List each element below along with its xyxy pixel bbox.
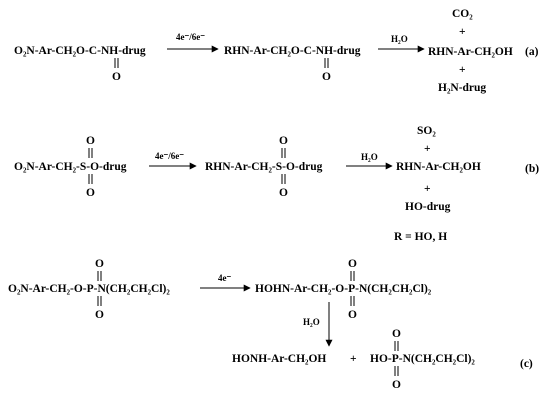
scheme-b-label: (b) — [525, 163, 539, 175]
scheme-c-condition-electrons: 4e⁻ — [218, 273, 231, 283]
scheme-b-r-definition: R = HO, H — [394, 231, 447, 243]
scheme-b-reactant-o-bottom: O — [86, 187, 95, 199]
scheme-c-plus: + — [350, 353, 357, 365]
scheme-a-intermediate-carbonyl-o: O — [322, 71, 331, 83]
scheme-c-intermediate: HOHN-Ar-CH₂-O-P-N(CH₂CH₂Cl)₂ — [255, 283, 432, 295]
scheme-b-intermediate: RHN-Ar-CH₂-S-O-drug — [205, 161, 323, 173]
scheme-a-plus-1: + — [459, 26, 466, 38]
scheme-c: O O₂N-Ar-CH₂-O-P-N(CH₂CH₂Cl)₂ O 4e⁻ O HO… — [8, 258, 533, 391]
scheme-a-condition-electrons: 4e⁻/6e⁻ — [176, 32, 205, 42]
scheme-b-reactant: O₂N-Ar-CH₂-S-O-drug — [14, 161, 127, 173]
scheme-c-product-alcohol: HONH-Ar-CH₂OH — [232, 353, 326, 365]
scheme-a-condition-water: H₂O — [391, 34, 408, 44]
scheme-c-intermediate-o-bottom: O — [348, 309, 357, 321]
scheme-a-plus-2: + — [459, 64, 466, 76]
scheme-c-product-o-top: O — [392, 328, 401, 340]
scheme-b-intermediate-o-top: O — [279, 135, 288, 147]
scheme-c-reactant-o-bottom: O — [95, 309, 104, 321]
scheme-a-reactant: O₂N-Ar-CH₂O-C-NH-drug — [14, 45, 146, 57]
scheme-c-product-phosphoramide: HO-P-N(CH₂CH₂Cl)₂ — [370, 353, 475, 365]
scheme-a-reactant-carbonyl-o: O — [112, 71, 121, 83]
scheme-a-product-drug: H₂N-drug — [438, 82, 486, 94]
scheme-a: O₂N-Ar-CH₂O-C-NH-drug O 4e⁻/6e⁻ RHN-Ar-C… — [14, 8, 539, 94]
scheme-b-condition-electrons: 4e⁻/6e⁻ — [155, 151, 184, 161]
scheme-b-product-drug: HO-drug — [405, 201, 451, 213]
scheme-c-intermediate-o-top: O — [348, 258, 357, 270]
scheme-b-plus-2: + — [424, 183, 431, 195]
scheme-c-reactant: O₂N-Ar-CH₂-O-P-N(CH₂CH₂Cl)₂ — [8, 283, 170, 295]
scheme-c-label: (c) — [520, 358, 533, 370]
scheme-b-condition-water: H₂O — [361, 152, 378, 162]
scheme-b-reactant-o-top: O — [86, 135, 95, 147]
scheme-b-plus-1: + — [424, 143, 431, 155]
scheme-b-product-so2: SO₂ — [417, 125, 436, 137]
scheme-c-reactant-o-top: O — [95, 258, 104, 270]
scheme-a-label: (a) — [525, 46, 539, 58]
scheme-a-product-co2: CO₂ — [452, 8, 473, 20]
scheme-b-intermediate-o-bottom: O — [279, 187, 288, 199]
scheme-a-product-alcohol: RHN-Ar-CH₂OH — [428, 46, 513, 58]
scheme-c-condition-water: H₂O — [303, 317, 320, 327]
scheme-c-product-o-bottom: O — [392, 379, 401, 391]
scheme-a-intermediate: RHN-Ar-CH₂O-C-NH-drug — [224, 45, 361, 57]
scheme-b: O O₂N-Ar-CH₂-S-O-drug O 4e⁻/6e⁻ O RHN-Ar… — [14, 125, 539, 243]
scheme-b-product-alcohol: RHN-Ar-CH₂OH — [396, 161, 481, 173]
